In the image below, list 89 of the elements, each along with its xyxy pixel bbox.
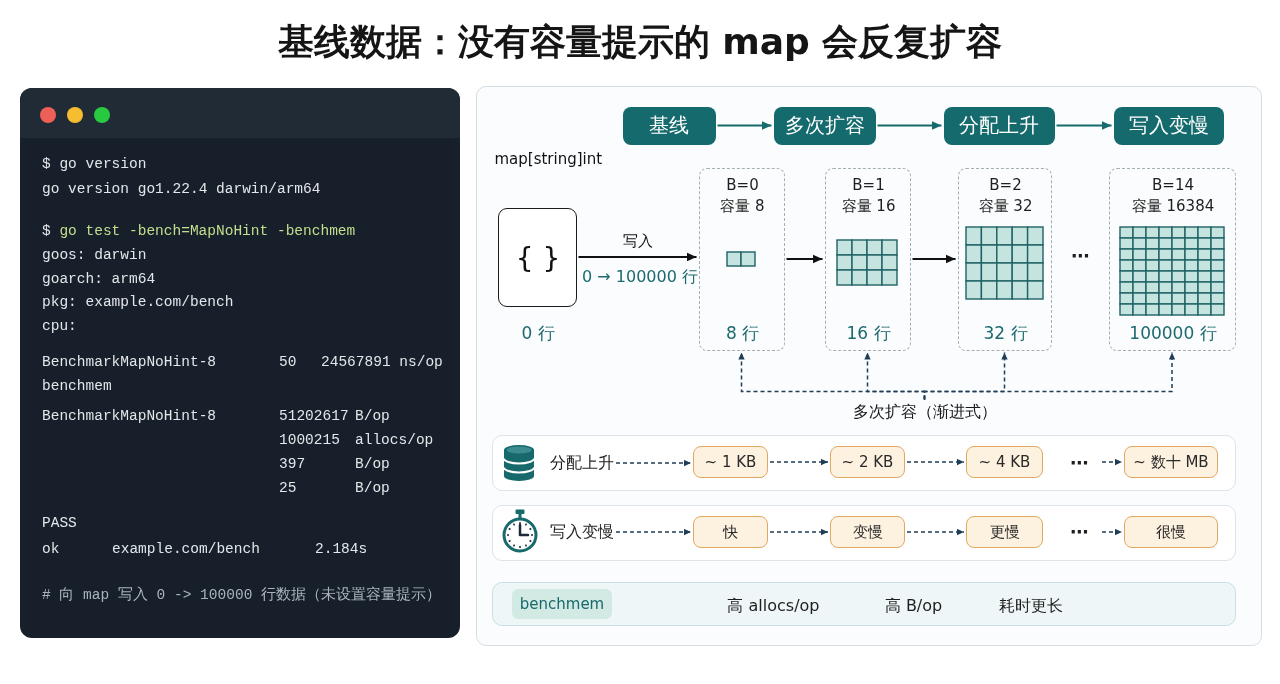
dashed-arrow <box>769 458 829 466</box>
row-count: 32 行 <box>983 322 1028 345</box>
terminal-text: cpu: <box>42 316 77 336</box>
arrow <box>912 254 956 264</box>
title: 基线数据：没有容量提示的 map 会反复扩容 <box>277 20 1003 64</box>
row-count: 8 行 <box>725 322 760 345</box>
ellipsis: ⋯ <box>1070 521 1088 543</box>
stage-box: 分配上升 <box>943 106 1055 145</box>
dashed-arrow <box>923 351 1176 401</box>
value-box: 快 <box>693 516 768 548</box>
terminal-text: benchmem <box>42 376 112 396</box>
capacity-label: 容量 8 <box>720 196 765 215</box>
value-box: 更慢 <box>966 516 1043 548</box>
stage-box: 基线 <box>622 106 716 145</box>
diagram-panel <box>476 86 1262 646</box>
terminal-text: example.com/bench <box>112 539 260 559</box>
terminal-text: go version go1.22.4 darwin/arm64 <box>42 179 321 199</box>
summary-panel <box>491 581 1236 626</box>
level-label: B=1 <box>852 175 885 194</box>
metric-label: 高 B/op <box>884 595 943 616</box>
terminal-window <box>20 88 460 638</box>
annotation-text: 多次扩容（渐进式） <box>852 399 997 424</box>
row-panel <box>491 504 1236 561</box>
value-box: 变慢 <box>830 516 905 548</box>
value-box: ~ 4 KB <box>966 446 1043 478</box>
row-count: 0 行 <box>521 322 555 345</box>
terminal-text: 24567891 ns/op <box>321 352 443 372</box>
terminal-text: 2.184s <box>315 539 368 559</box>
terminal-text: PASS <box>42 513 77 533</box>
dashed-arrow <box>1101 458 1123 466</box>
tag: benchmem <box>512 589 612 619</box>
capacity-label: 容量 16384 <box>1131 196 1215 215</box>
row-title: 写入变慢 <box>550 520 614 544</box>
terminal-text: 51202617 <box>279 406 349 426</box>
dashed-arrow <box>615 459 692 467</box>
terminal-text: B/op <box>355 406 390 426</box>
stage-box: 多次扩容 <box>773 106 876 145</box>
terminal-text: $ go version <box>42 154 147 174</box>
terminal-text: goos: darwin <box>42 245 147 265</box>
terminal-text: allocs/op <box>355 430 434 450</box>
brace-symbol: { } <box>515 240 561 276</box>
value-box: 很慢 <box>1124 516 1218 548</box>
prompt-text: $ <box>42 221 51 241</box>
capacity-label: 容量 16 <box>841 196 896 215</box>
metric-label: 耗时更长 <box>998 595 1063 616</box>
terminal-text: goarch: arm64 <box>42 269 156 289</box>
terminal-text: B/op <box>355 478 390 498</box>
dashed-arrow <box>769 528 829 536</box>
terminal-text: 1000215 <box>279 430 340 450</box>
terminal-text: 397 <box>279 454 306 474</box>
hash-table-box <box>824 167 911 351</box>
terminal-text: BenchmarkMapNoHint-8 <box>42 406 217 426</box>
comment-text: # 向 map 写入 0 -> 100000 行数据（未设置容量提示） <box>42 585 442 605</box>
terminal-text: pkg: example.com/bench <box>42 292 234 312</box>
dashed-arrow <box>615 528 692 536</box>
type-label: map[string]int <box>494 149 603 168</box>
terminal-text: 25 <box>279 478 297 498</box>
value-box: ~ 1 KB <box>693 446 768 478</box>
dashed-arrow <box>906 458 965 466</box>
metric-label: 高 allocs/op <box>727 595 820 616</box>
dashed-arrow <box>906 528 965 536</box>
terminal-text: 50 <box>279 352 297 372</box>
arrow <box>786 254 823 264</box>
capacity-label: 容量 32 <box>978 196 1033 215</box>
command-text: go test -bench=MapNoHint -benchmem <box>59 221 356 241</box>
terminal-text: B/op <box>355 454 390 474</box>
hash-table-box <box>957 167 1052 351</box>
arrow <box>717 121 772 130</box>
terminal-text: ok <box>42 539 60 559</box>
hash-table-box <box>1108 167 1236 351</box>
range-label: 0 → 100000 行 <box>582 267 698 287</box>
ellipsis: ⋯ <box>1071 245 1089 267</box>
row-count: 100000 行 <box>1129 322 1217 345</box>
row-count: 16 行 <box>846 322 891 345</box>
terminal-text: BenchmarkMapNoHint-8 <box>42 352 217 372</box>
level-label: B=2 <box>989 175 1022 194</box>
arrow <box>877 121 942 130</box>
row-panel <box>491 434 1236 491</box>
arrow <box>1056 121 1112 130</box>
value-box: ~ 2 KB <box>830 446 905 478</box>
value-box: ~ 数十 MB <box>1124 446 1218 478</box>
row-title: 分配上升 <box>550 451 614 475</box>
dashed-arrow <box>1101 528 1123 536</box>
hash-table-box <box>698 167 785 351</box>
arrow <box>578 252 697 262</box>
level-label: B=14 <box>1152 175 1194 194</box>
level-label: B=0 <box>726 175 759 194</box>
stage-box: 写入变慢 <box>1113 106 1224 145</box>
ellipsis: ⋯ <box>1070 452 1088 474</box>
